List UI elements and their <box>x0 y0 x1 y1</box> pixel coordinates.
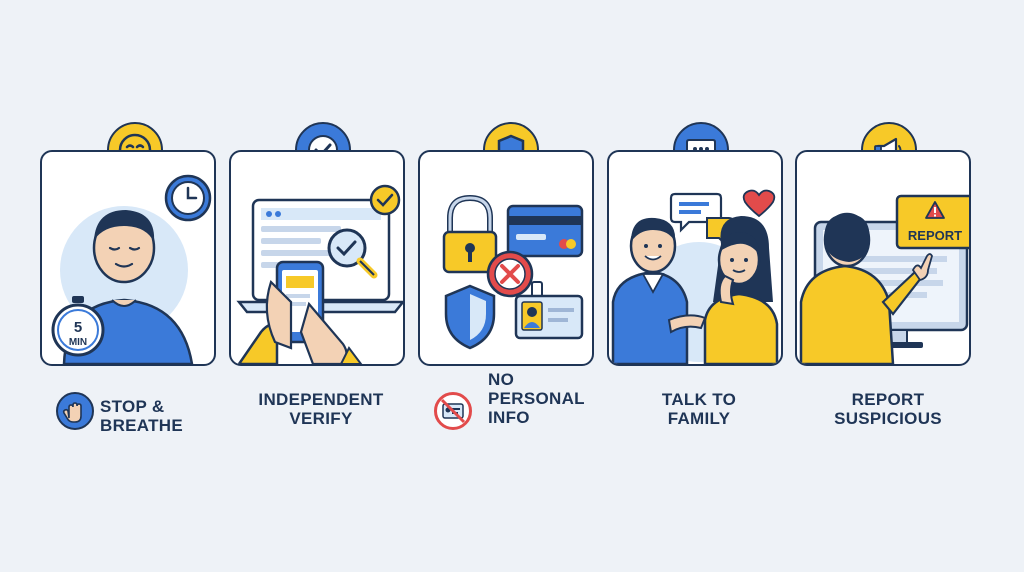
step-5-label-line-2: SUSPICIOUS <box>834 409 942 428</box>
step-5-label: REPORT SUSPICIOUS <box>793 390 983 428</box>
stopwatch-unit: MIN <box>69 337 87 348</box>
step-5-panel: REPORT <box>795 150 971 366</box>
report-sign-text: REPORT <box>908 228 962 243</box>
step-3-label-line-1: NO <box>488 370 515 389</box>
step-2-label: INDEPENDENT VERIFY <box>226 390 416 428</box>
step-4-panel <box>607 150 783 366</box>
step-2-label-line-1: INDEPENDENT <box>258 390 384 409</box>
raised-hand-icon <box>56 392 94 430</box>
step-4-label-line-2: FAMILY <box>667 409 731 428</box>
step-3-label: NO PERSONAL INFO <box>488 370 608 427</box>
step-3-illustration <box>442 194 584 350</box>
stopwatch-icon: 5 MIN <box>51 296 105 357</box>
step-4-label-line-1: TALK TO <box>661 390 737 409</box>
step-1-label: STOP & BREATHE <box>100 397 220 435</box>
step-5-label-line-1: REPORT <box>851 390 925 409</box>
step-4-illustration <box>611 189 779 364</box>
report-sign: REPORT <box>895 194 969 250</box>
magnifier-icon <box>327 228 378 279</box>
stopwatch-number: 5 <box>74 319 82 336</box>
heart-icon <box>742 189 776 218</box>
step-2-illustration <box>236 184 403 364</box>
security-shield-icon <box>444 284 496 350</box>
step-2-panel <box>229 150 405 366</box>
step-2-label-line-2: VERIFY <box>289 409 353 428</box>
step-3-label-line-2: PERSONAL <box>488 389 585 408</box>
step-1-label-line-1: STOP & <box>100 397 165 416</box>
step-4-label: TALK TO FAMILY <box>604 390 794 428</box>
padlock-icon <box>442 194 498 274</box>
red-x-icon <box>486 250 534 298</box>
person-from-behind <box>799 212 933 364</box>
step-1-panel: 5 MIN <box>40 150 216 366</box>
step-1-label-line-2: BREATHE <box>100 416 184 435</box>
man-figure <box>611 217 707 364</box>
step-3-label-line-3: INFO <box>488 408 530 427</box>
no-id-card-icon <box>434 392 472 430</box>
credit-card-icon <box>506 204 584 258</box>
clock-icon <box>164 174 212 222</box>
woman-figure <box>703 216 779 364</box>
step-3-panel <box>418 150 594 366</box>
step-5-illustration: REPORT <box>799 194 969 364</box>
step-1-illustration: 5 MIN <box>51 174 212 364</box>
id-badge-icon <box>514 281 584 340</box>
